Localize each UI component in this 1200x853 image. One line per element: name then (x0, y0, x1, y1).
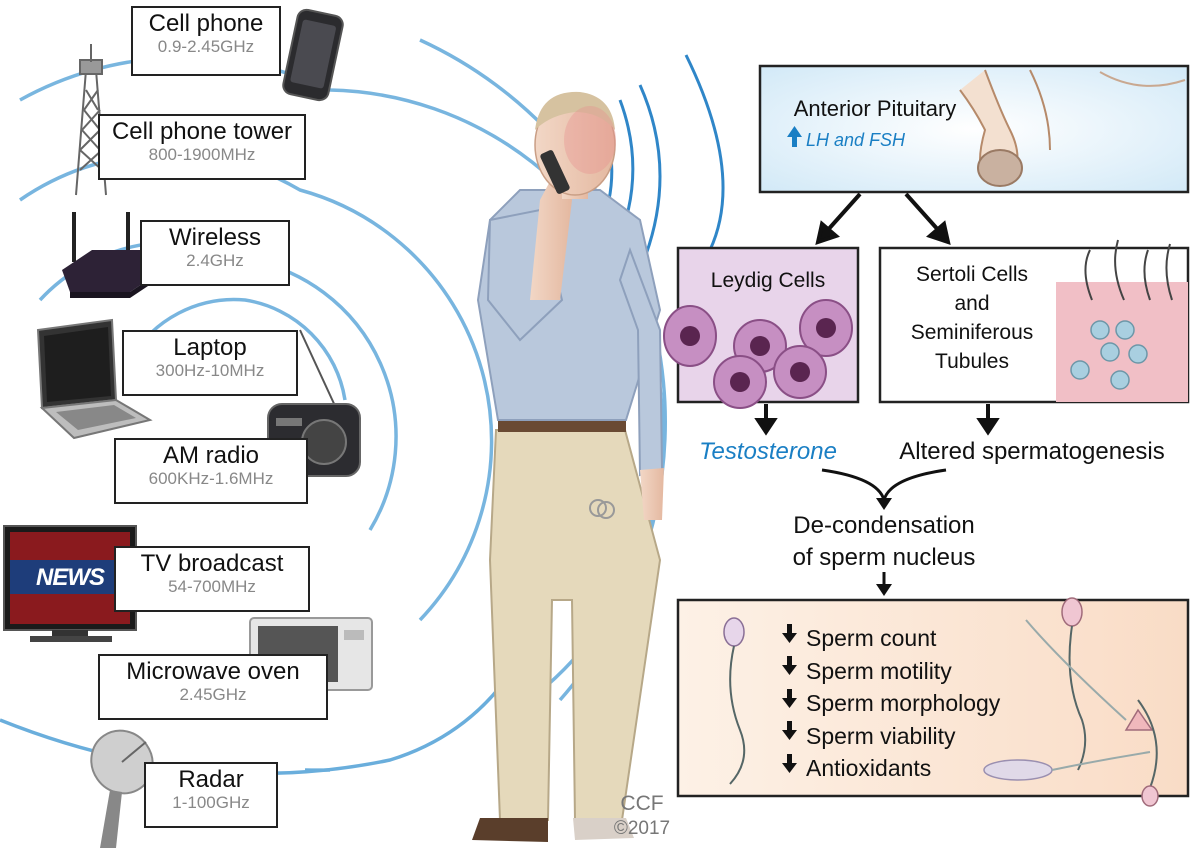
sertoli-line-2: and (954, 292, 990, 315)
cell-tower-image (75, 44, 107, 196)
effect-label: Sperm morphology (806, 690, 1001, 716)
source-wireless: Wireless 2.4GHz (140, 220, 290, 286)
effect-label: Sperm count (806, 625, 937, 651)
effect-label: Antioxidants (806, 755, 932, 781)
router-image (62, 212, 160, 298)
source-name: Microwave oven (126, 658, 300, 685)
source-cell-phone: Cell phone 0.9-2.45GHz (131, 6, 281, 76)
source-frequency: 2.45GHz (179, 685, 247, 704)
sertoli-line-3: Seminiferous (910, 321, 1034, 344)
effect-down-arrows (782, 624, 797, 773)
effect-item: Antioxidants (782, 752, 1000, 785)
source-microwave-oven: Microwave oven 2.45GHz (98, 654, 328, 720)
source-frequency: 0.9-2.45GHz (157, 37, 255, 56)
source-name: TV broadcast (140, 550, 284, 577)
pituitary-title: Anterior Pituitary (793, 96, 957, 121)
effect-item: Sperm morphology (782, 687, 1000, 720)
laptop-image (36, 318, 153, 440)
source-name: Cell phone (148, 10, 264, 37)
seminiferous-tubule-image (1056, 239, 1188, 402)
sertoli-line-1: Sertoli Cells (915, 263, 1029, 286)
source-frequency: 2.4GHz (186, 251, 244, 270)
decondensation-line-2: of sperm nucleus (792, 544, 976, 571)
wave-ring-2 (128, 297, 347, 401)
leydig-nuclei (680, 318, 836, 392)
source-cell-phone-tower: Cell phone tower 800-1900MHz (98, 114, 306, 180)
source-frequency: 800-1900MHz (148, 145, 256, 164)
source-name: Laptop (173, 334, 247, 361)
sperm-images (723, 597, 1159, 807)
effect-label: Sperm viability (806, 722, 956, 749)
cell-phone-image (282, 8, 344, 102)
sertoli-title: Sertoli Cells and Seminiferous Tubules (884, 262, 1060, 374)
source-frequency: 54-700MHz (168, 577, 256, 596)
source-laptop: Laptop 300Hz-10MHz (122, 330, 298, 396)
decondensation-line-1: De-condensation (793, 512, 975, 539)
source-tv-broadcast: TV broadcast 54-700MHz (114, 546, 310, 612)
man-figure (472, 91, 664, 842)
effect-label: Sperm motility (806, 657, 952, 684)
effect-item: Sperm motility (782, 655, 1000, 688)
source-frequency: 1-100GHz (172, 793, 250, 812)
effect-item: Sperm viability (782, 720, 1000, 753)
credit-year: ©2017 (613, 818, 671, 839)
source-radar: Radar 1-100GHz (144, 762, 278, 828)
testosterone-label: Testosterone (699, 438, 837, 465)
converging-arrows (821, 468, 947, 501)
source-name: Cell phone tower (111, 118, 293, 145)
converge-arrowhead (876, 498, 892, 510)
pituitary-arrows (815, 192, 951, 246)
pituitary-hormones: LH and FSH (806, 130, 906, 150)
tv-image (3, 525, 137, 642)
source-frequency: 600KHz-1.6MHz (148, 469, 274, 488)
tv-news-text: NEWS (36, 564, 105, 591)
up-arrow-icon (787, 126, 802, 147)
radar-image (90, 729, 154, 848)
output-arrows (754, 404, 1000, 436)
sertoli-line-4: Tubules (935, 350, 1009, 373)
spermatogenesis-label: Altered spermatogenesis (899, 438, 1165, 465)
source-name: Wireless (168, 224, 261, 251)
source-frequency: 300Hz-10MHz (155, 361, 265, 380)
pituitary-gland-image (959, 69, 1186, 187)
source-name: AM radio (162, 442, 260, 469)
credit-org: CCF (620, 792, 664, 815)
effects-list: Sperm count Sperm motility Sperm morphol… (782, 622, 1000, 785)
leydig-title: Leydig Cells (710, 269, 826, 292)
source-am-radio: AM radio 600KHz-1.6MHz (114, 438, 308, 504)
decondensation-arrowhead (876, 584, 892, 596)
source-name: Radar (178, 766, 244, 793)
effect-item: Sperm count (782, 622, 1000, 655)
